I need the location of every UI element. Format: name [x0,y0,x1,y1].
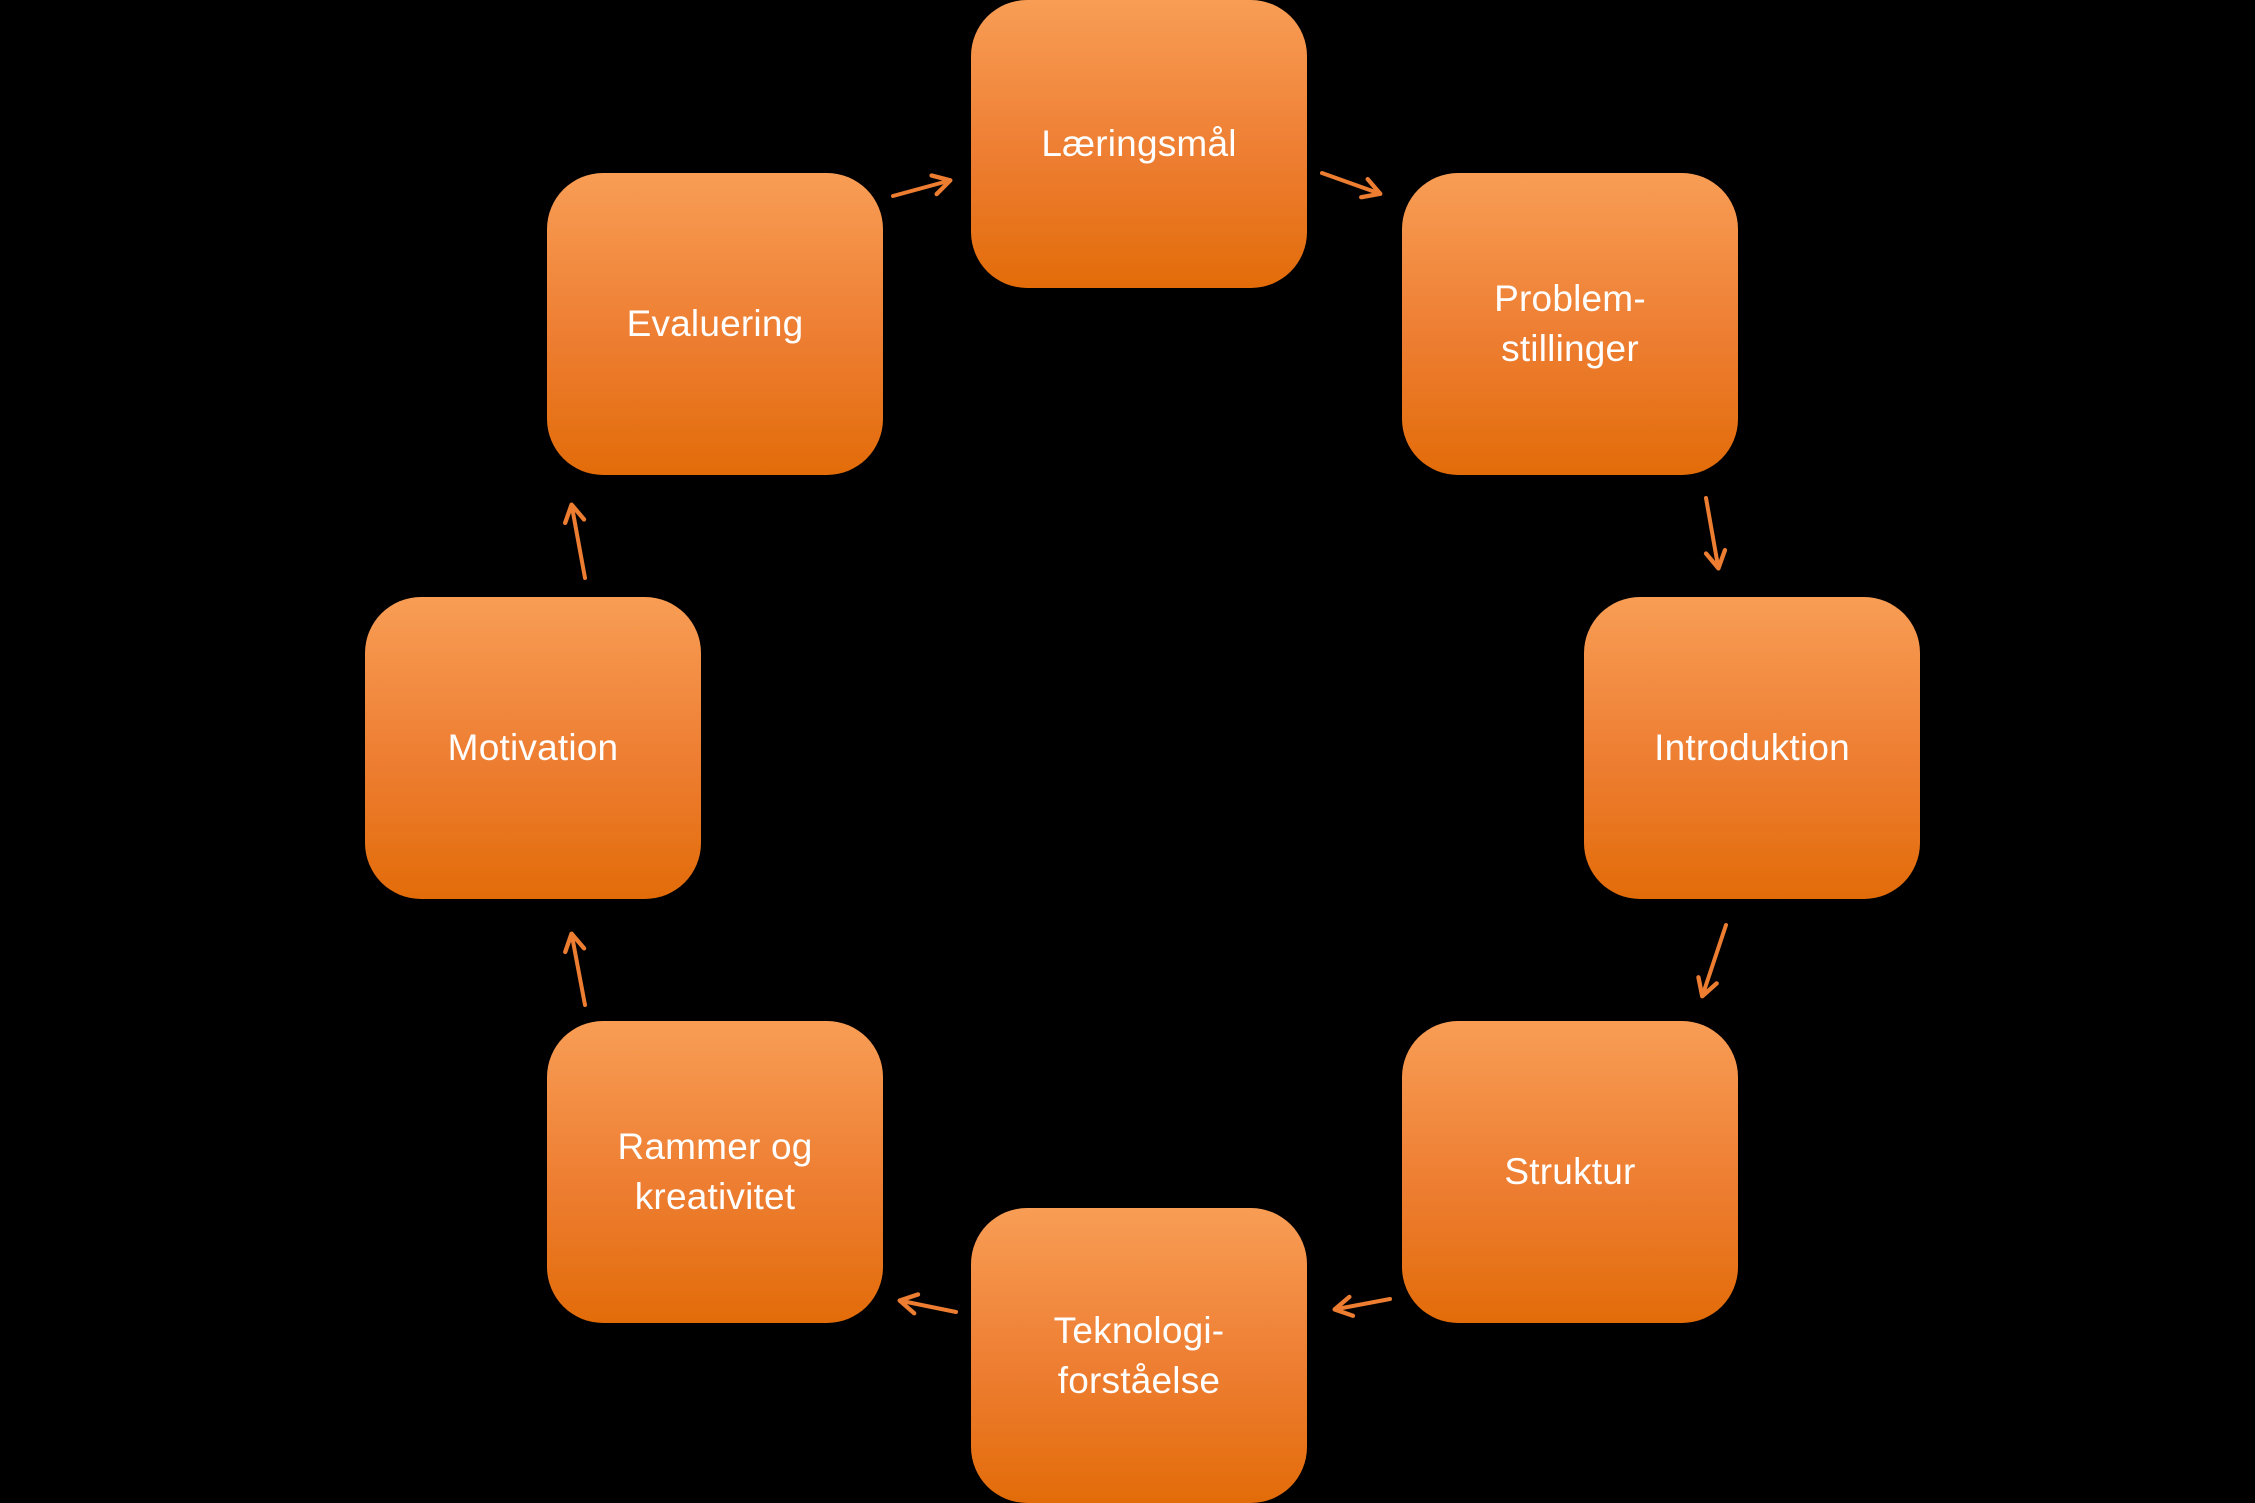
arrow-teknologiforstaaelse-to-rammer [897,1292,958,1316]
node-laeringsmaal: Læringsmål [971,0,1307,288]
node-label-evaluering: Evaluering [626,303,804,345]
node-label-teknologiforstaaelse: Teknologi- forståelse [1053,1309,1225,1401]
node-teknologiforstaaelse: Teknologi- forståelse [971,1208,1307,1503]
node-label-problemstillinger: Problem- stillinger [1494,278,1646,369]
node-introduktion: Introduktion [1584,597,1920,899]
node-label-introduktion: Introduktion [1654,727,1850,769]
node-label-laeringsmaal: Læringsmål [1041,123,1237,165]
arrow-evaluering-to-laeringsmaal [891,173,953,198]
node-label-motivation: Motivation [447,727,619,769]
node-motivation: Motivation [365,597,701,899]
node-struktur: Struktur [1402,1021,1738,1323]
arrow-laeringsmaal-to-problemstillinger [1320,171,1383,200]
arrow-motivation-to-evaluering [562,502,587,580]
node-rammer-og-kreativitet: Rammer og kreativitet [547,1021,883,1323]
node-problemstillinger: Problem- stillinger [1402,173,1738,475]
arrow-problemstillinger-to-introduktion [1703,496,1728,571]
arrow-struktur-to-teknologiforstaaelse [1332,1294,1392,1318]
node-label-struktur: Struktur [1504,1151,1636,1193]
node-evaluering: Evaluering [547,173,883,475]
arrow-rammer-to-motivation [563,931,587,1007]
node-label-rammer-og-kreativitet: Rammer og kreativitet [617,1126,813,1217]
arrow-introduktion-to-struktur [1696,923,1728,999]
